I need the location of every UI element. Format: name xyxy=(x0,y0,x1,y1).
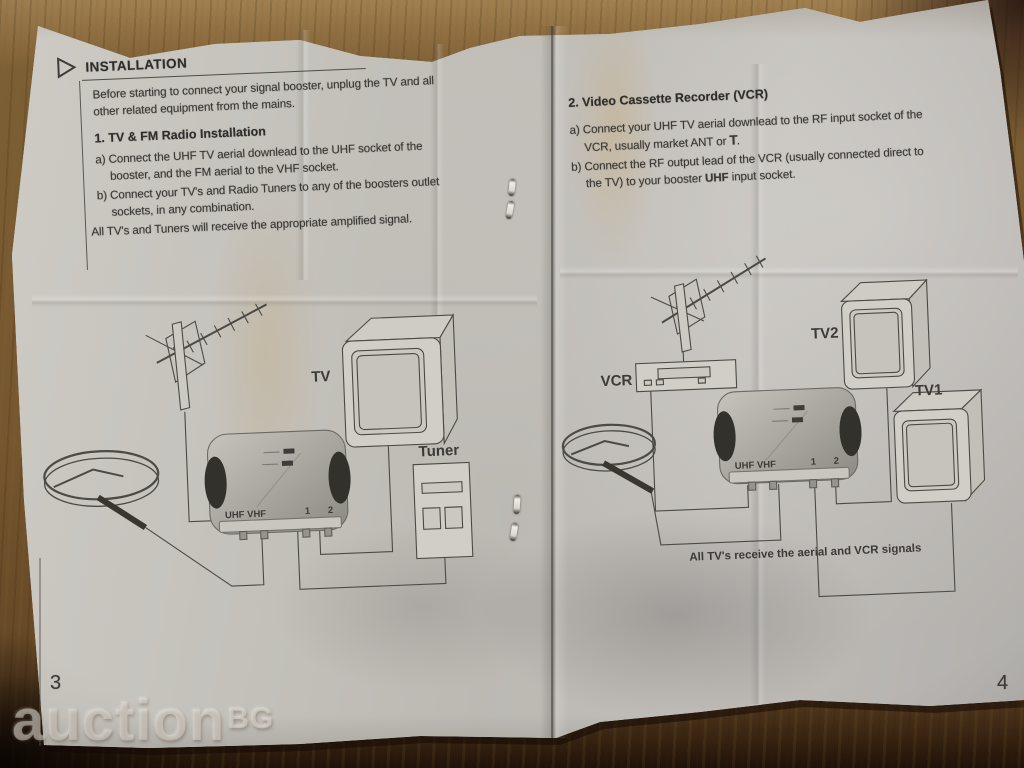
page-4-text: 2. Video Cassette Recorder (VCR) a) Conn… xyxy=(568,76,1018,196)
page-number-4: 4 xyxy=(997,672,1009,694)
tv1-label: TV1 xyxy=(915,381,943,399)
tuner-label: Tuner xyxy=(418,442,459,461)
booster-to-tuner-cable xyxy=(297,531,447,590)
booster-output-1-label: 1 xyxy=(305,506,311,517)
installation-marker-icon xyxy=(57,57,77,79)
tv-fm-installation-diagram: UHF VHF 1 2 TV Tuner xyxy=(43,303,474,590)
tv2-icon xyxy=(839,278,931,390)
uhf-aerial-icon xyxy=(145,303,268,411)
tv1-icon xyxy=(892,388,986,504)
vcr-label: VCR xyxy=(600,372,632,390)
booster-output-2-label: 2 xyxy=(328,505,334,516)
tv2-label: TV2 xyxy=(811,325,839,343)
uhf-aerial-icon xyxy=(650,255,767,353)
installation-title: INSTALLATION xyxy=(85,55,188,75)
page-3-text: INSTALLATION Before starting to connect … xyxy=(56,38,511,270)
uhf-bold-text: UHF xyxy=(704,170,729,185)
booster-output-2-label: 2 xyxy=(833,456,839,467)
item-a-text: . xyxy=(736,133,741,147)
signal-booster-icon: UHF VHF 1 2 xyxy=(204,429,351,541)
watermark-text: auction xyxy=(12,688,226,753)
fm-aerial-cable xyxy=(650,484,782,546)
fm-aerial-cable xyxy=(145,527,265,587)
booster-to-tv-cable xyxy=(319,443,394,556)
tv-label: TV xyxy=(311,368,331,386)
watermark: auctionBG xyxy=(12,692,274,750)
diagram-caption: All TV's receive the aerial and VCR sign… xyxy=(689,542,921,563)
booster-to-tv2-cable xyxy=(834,387,892,505)
tuner-icon xyxy=(412,461,474,560)
booster-inputs-label: UHF VHF xyxy=(225,509,267,522)
vcr-installation-diagram: VCR UHF VHF 1 2 xyxy=(561,255,986,598)
item-b-text: input socket. xyxy=(728,167,796,184)
vcr-icon xyxy=(635,359,738,393)
fm-loop-aerial-icon xyxy=(561,423,656,494)
tv-icon xyxy=(341,313,458,448)
booster-inputs-label: UHF VHF xyxy=(735,459,777,472)
installation-heading: INSTALLATION xyxy=(56,38,503,79)
booster-to-tv1-cable xyxy=(813,482,956,598)
booster-output-1-label: 1 xyxy=(811,457,817,468)
installation-section-content: Before starting to connect your signal b… xyxy=(79,63,511,270)
vcr-to-booster-cable xyxy=(650,391,750,512)
fm-loop-aerial-icon xyxy=(43,450,160,531)
watermark-suffix: BG xyxy=(227,702,275,735)
signal-booster-icon: UHF VHF 1 2 xyxy=(713,387,862,491)
page-number-3: 3 xyxy=(50,672,62,694)
